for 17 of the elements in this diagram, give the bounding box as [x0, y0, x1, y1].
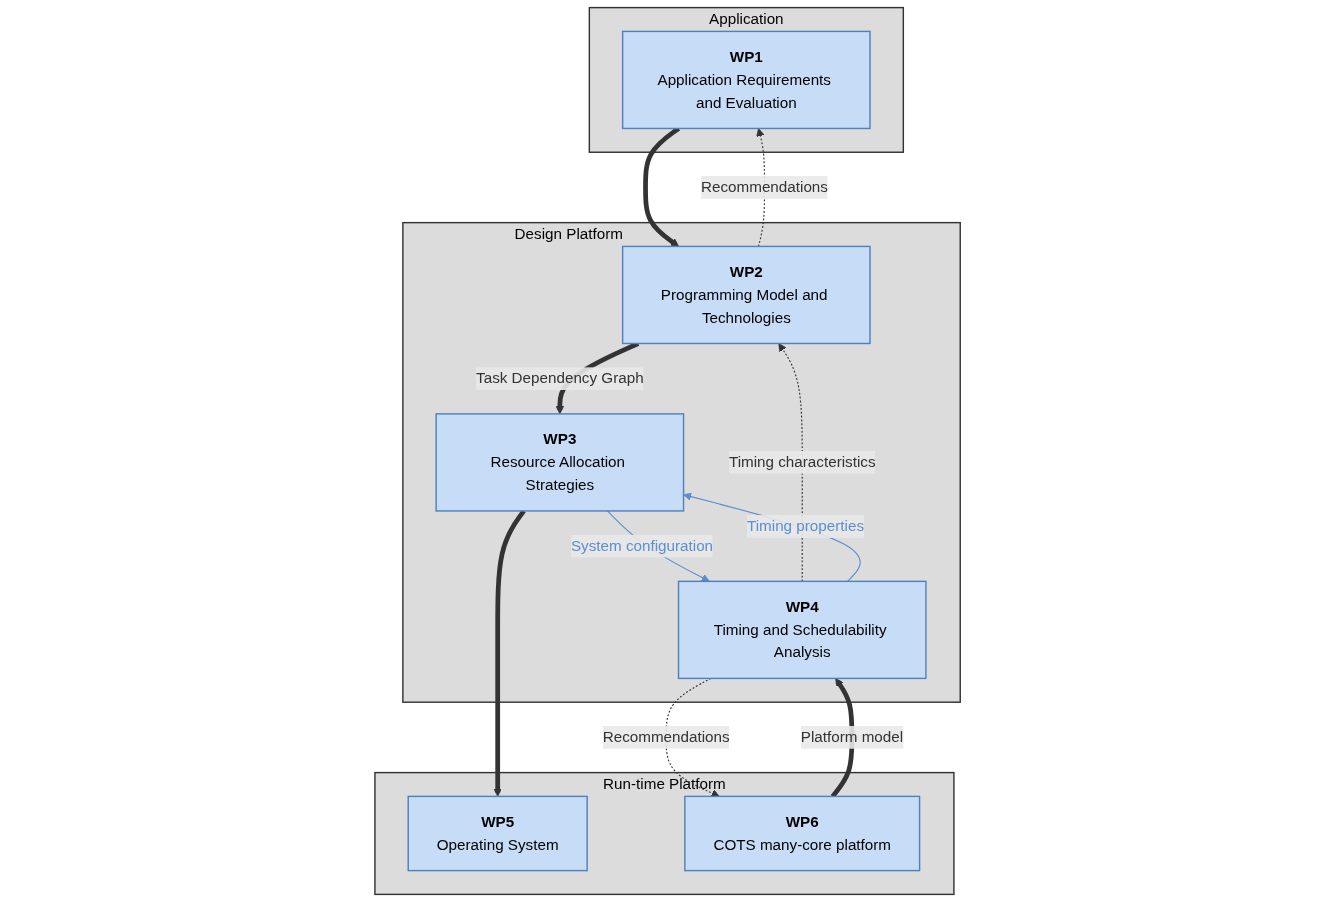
- edge-label: Task Dependency Graph: [476, 370, 644, 387]
- node-box: WP6 COTS many-core platform: [684, 795, 921, 872]
- edge-label: Recommendations: [700, 178, 828, 196]
- node-box: WP1 Application Requirements and Evaluation: [621, 30, 871, 130]
- arrow: [665, 677, 720, 798]
- arrow: [493, 509, 526, 797]
- node-box: WP2 Programming Model and Technologies: [621, 245, 871, 345]
- node-box: WP3 Resource Allocation Strategies: [435, 413, 685, 512]
- arrow: [756, 128, 765, 247]
- edge-label: Recommendations: [602, 728, 730, 746]
- edge-label: Timing properties: [746, 517, 864, 535]
- edge-label: Platform model: [800, 728, 904, 746]
- edge-label: Timing characteristics: [728, 453, 876, 471]
- edge-label: System configuration: [570, 537, 714, 554]
- node-box: WP4 Timing and Schedulability Analysis: [677, 580, 927, 680]
- node-box: WP5 Operating System: [407, 795, 588, 872]
- arrow: [778, 343, 803, 582]
